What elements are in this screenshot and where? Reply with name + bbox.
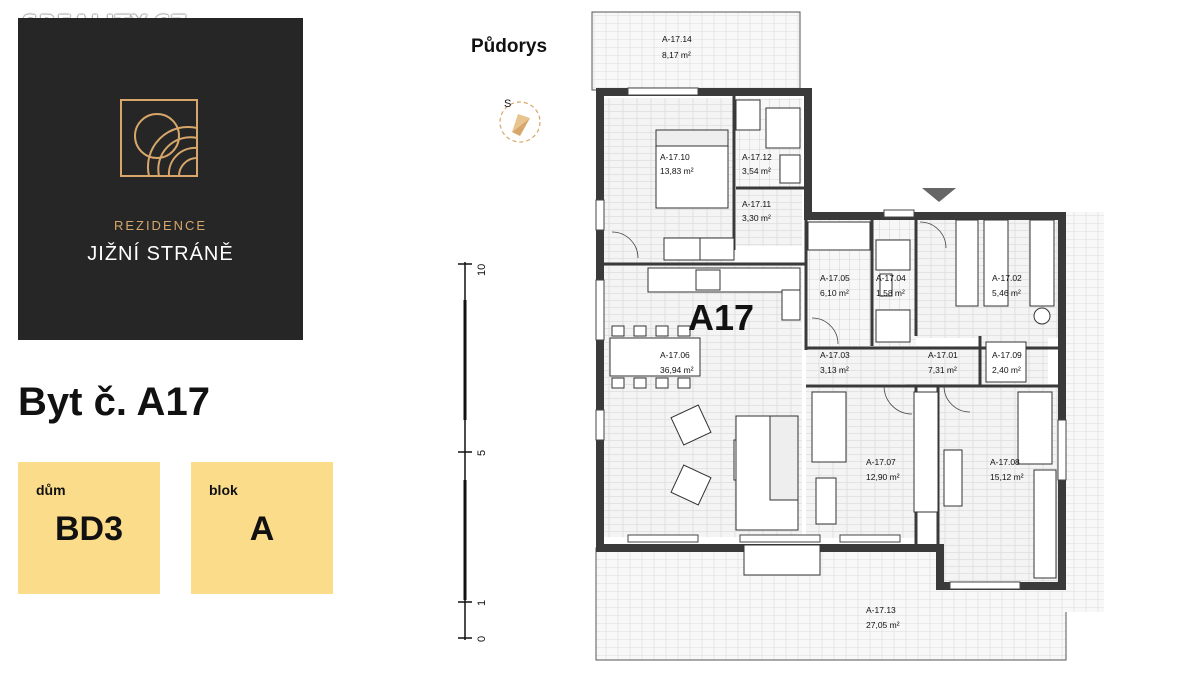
room-area: 27,05 m² xyxy=(866,620,900,630)
room-floor xyxy=(736,188,802,246)
room-floor xyxy=(806,346,906,384)
room-id: A-17.06 xyxy=(660,350,690,360)
scale-label: 1 xyxy=(476,600,488,606)
room-area: 3,54 m² xyxy=(742,166,771,176)
room-floor xyxy=(906,346,982,386)
room-area: 12,90 m² xyxy=(866,472,900,482)
block-label: blok xyxy=(209,482,238,498)
scale-label: 10 xyxy=(476,264,488,276)
entrance-arrow-icon xyxy=(922,188,956,202)
room-id: A-17.13 xyxy=(866,605,896,615)
doors xyxy=(611,221,971,415)
room-area: 2,40 m² xyxy=(992,365,1021,375)
compass-icon xyxy=(499,101,541,143)
house-label: dům xyxy=(36,482,66,498)
terrace-right xyxy=(1060,212,1104,612)
room-area: 13,83 m² xyxy=(660,166,694,176)
compass-label: S xyxy=(504,98,511,110)
room-area: 6,10 m² xyxy=(820,288,849,298)
brand-panel: REZIDENCE JIŽNÍ STRÁNĚ xyxy=(18,18,303,340)
brand-subtitle: REZIDENCE xyxy=(113,218,208,233)
room-id: A-17.02 xyxy=(992,273,1022,283)
room-area: 3,13 m² xyxy=(820,365,849,375)
scale-label: 5 xyxy=(476,450,488,456)
room-id: A-17.04 xyxy=(876,273,906,283)
room-area: 7,31 m² xyxy=(928,365,957,375)
room-id: A-17.07 xyxy=(866,457,896,467)
room-area: 5,46 m² xyxy=(992,288,1021,298)
room-id: A-17.08 xyxy=(990,457,1020,467)
scale-bar xyxy=(458,262,472,640)
room-area: 1,58 m² xyxy=(876,288,905,298)
room-area: 3,30 m² xyxy=(742,213,771,223)
unit-label: A17 xyxy=(688,297,754,338)
room-id: A-17.11 xyxy=(742,199,771,209)
brand-title: JIŽNÍ STRÁNĚ xyxy=(87,243,234,265)
room-id: A-17.03 xyxy=(820,350,850,360)
unit-title: Byt č. A17 xyxy=(18,380,210,424)
room-id: A-17.14 xyxy=(662,34,692,44)
room-area: 15,12 m² xyxy=(990,472,1024,482)
house-card: dům BD3 xyxy=(18,462,160,594)
room-id: A-17.01 xyxy=(928,350,958,360)
room-area: 36,94 m² xyxy=(660,365,694,375)
room-id: A-17.09 xyxy=(992,350,1022,360)
furniture xyxy=(609,99,1057,579)
room-id: A-17.12 xyxy=(742,152,772,162)
scale-label: 0 xyxy=(476,636,488,642)
room-area: 8,17 m² xyxy=(662,50,691,60)
residence-logo-icon xyxy=(120,99,198,177)
block-value: A xyxy=(249,510,275,548)
room-id: A-17.10 xyxy=(660,152,690,162)
house-value: BD3 xyxy=(54,510,124,548)
windows xyxy=(595,87,1067,590)
block-card: blok A xyxy=(191,462,333,594)
terrace-top xyxy=(591,11,801,91)
room-id: A-17.05 xyxy=(820,273,850,283)
plan-title: Půdorys xyxy=(471,36,548,57)
